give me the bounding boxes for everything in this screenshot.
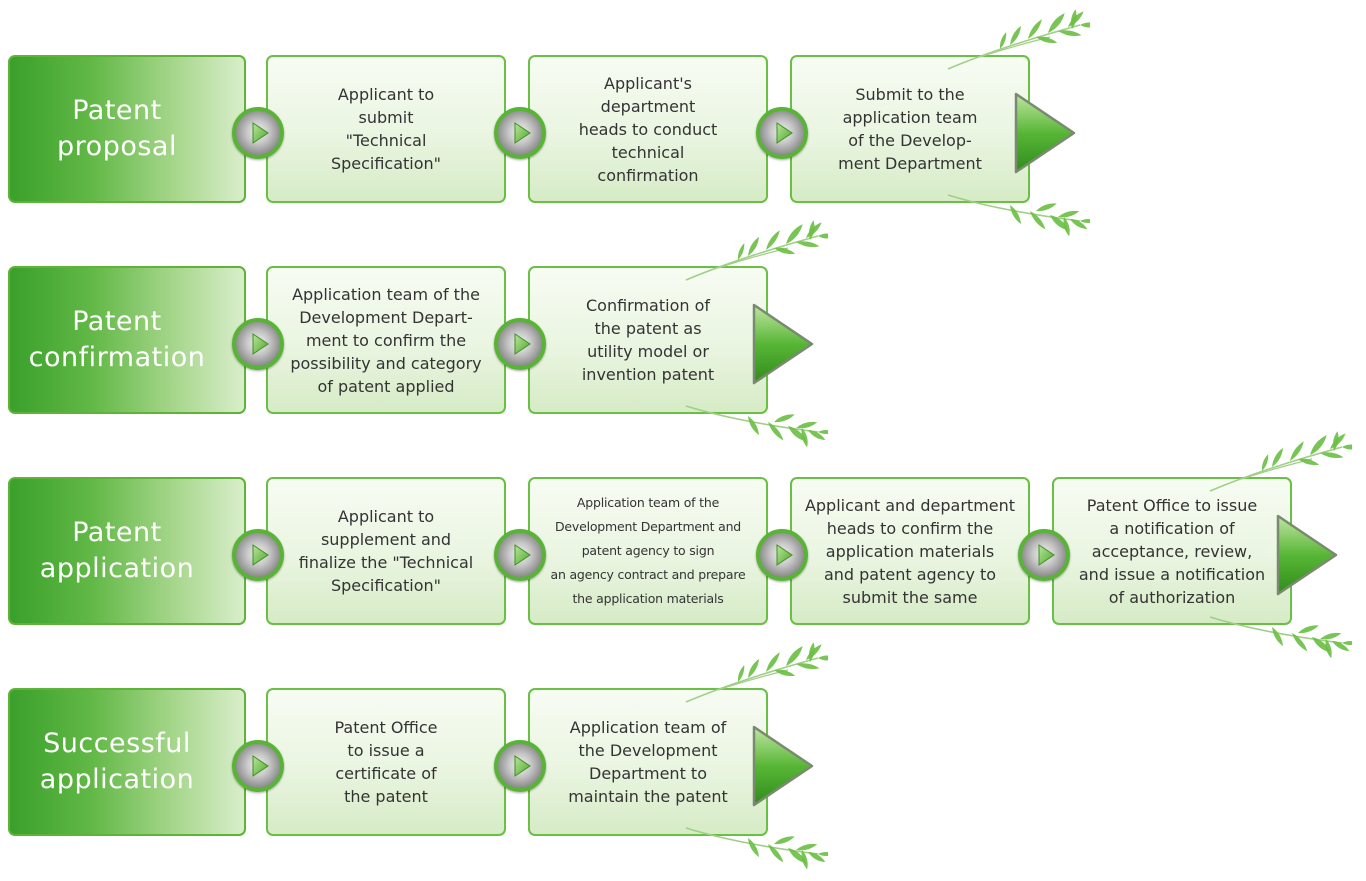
step-text: Applicant and department heads to confir… (804, 495, 1016, 607)
play-connector-icon (756, 529, 808, 581)
stage-label: Patent application (39, 517, 195, 584)
play-connector-icon (756, 107, 808, 159)
stage-label: Patent proposal (57, 95, 177, 162)
step-box: Application team of the Development Depa… (528, 477, 768, 625)
step-box: Submit to the application team of the De… (790, 55, 1030, 203)
play-connector-icon (494, 740, 546, 792)
stage-label: Successful application (39, 728, 195, 795)
leaf-decoration-top (940, 7, 1098, 71)
step-box: Applicant and department heads to confir… (790, 477, 1030, 625)
play-connector-icon (494, 107, 546, 159)
stage-box: Patent confirmation (8, 266, 246, 414)
step-box: Applicant to supplement and finalize the… (266, 477, 506, 625)
play-connector-icon (232, 107, 284, 159)
stage-box: Successful application (8, 688, 246, 836)
step-box: Confirmation of the patent as utility mo… (528, 266, 768, 414)
end-arrow-icon (750, 301, 818, 387)
leaf-decoration-top (678, 218, 836, 282)
leaf-decoration-bottom (940, 191, 1096, 241)
play-connector-icon (494, 529, 546, 581)
step-text: Submit to the application team of the De… (838, 85, 982, 173)
play-connector-icon (1018, 529, 1070, 581)
step-box: Application team of the Development Depa… (266, 266, 506, 414)
step-text: Application team of the Development Depa… (550, 495, 746, 606)
play-connector-icon (494, 318, 546, 370)
leaf-decoration-top (1202, 429, 1360, 493)
step-text: Patent Office to issue a notification of… (1078, 495, 1266, 607)
end-arrow-icon (1012, 90, 1080, 176)
play-connector-icon (232, 318, 284, 370)
leaf-decoration-bottom (678, 402, 834, 452)
leaf-decoration-bottom (1202, 613, 1358, 663)
stage-box: Patent proposal (8, 55, 246, 203)
play-connector-icon (232, 740, 284, 792)
end-arrow-icon (1274, 512, 1342, 598)
step-box: Applicant's department heads to conduct … (528, 55, 768, 203)
step-box: Patent Office to issue a certificate of … (266, 688, 506, 836)
leaf-decoration-bottom (678, 824, 834, 874)
step-text: Applicant to supplement and finalize the… (298, 507, 474, 595)
step-text: Confirmation of the patent as utility mo… (581, 296, 715, 384)
play-connector-icon (232, 529, 284, 581)
step-text: Patent Office to issue a certificate of … (334, 718, 438, 806)
step-text: Application team of the Development Depa… (568, 718, 728, 806)
stage-box: Patent application (8, 477, 246, 625)
step-text: Applicant's department heads to conduct … (578, 73, 718, 185)
step-box: Applicant to submit "Technical Specifica… (266, 55, 506, 203)
step-box: Patent Office to issue a notification of… (1052, 477, 1292, 625)
leaf-decoration-top (678, 640, 836, 704)
end-arrow-icon (750, 723, 818, 809)
step-text: Applicant to submit "Technical Specifica… (330, 85, 442, 173)
step-text: Application team of the Development Depa… (290, 284, 482, 396)
stage-label: Patent confirmation (28, 306, 206, 373)
step-box: Application team of the Development Depa… (528, 688, 768, 836)
